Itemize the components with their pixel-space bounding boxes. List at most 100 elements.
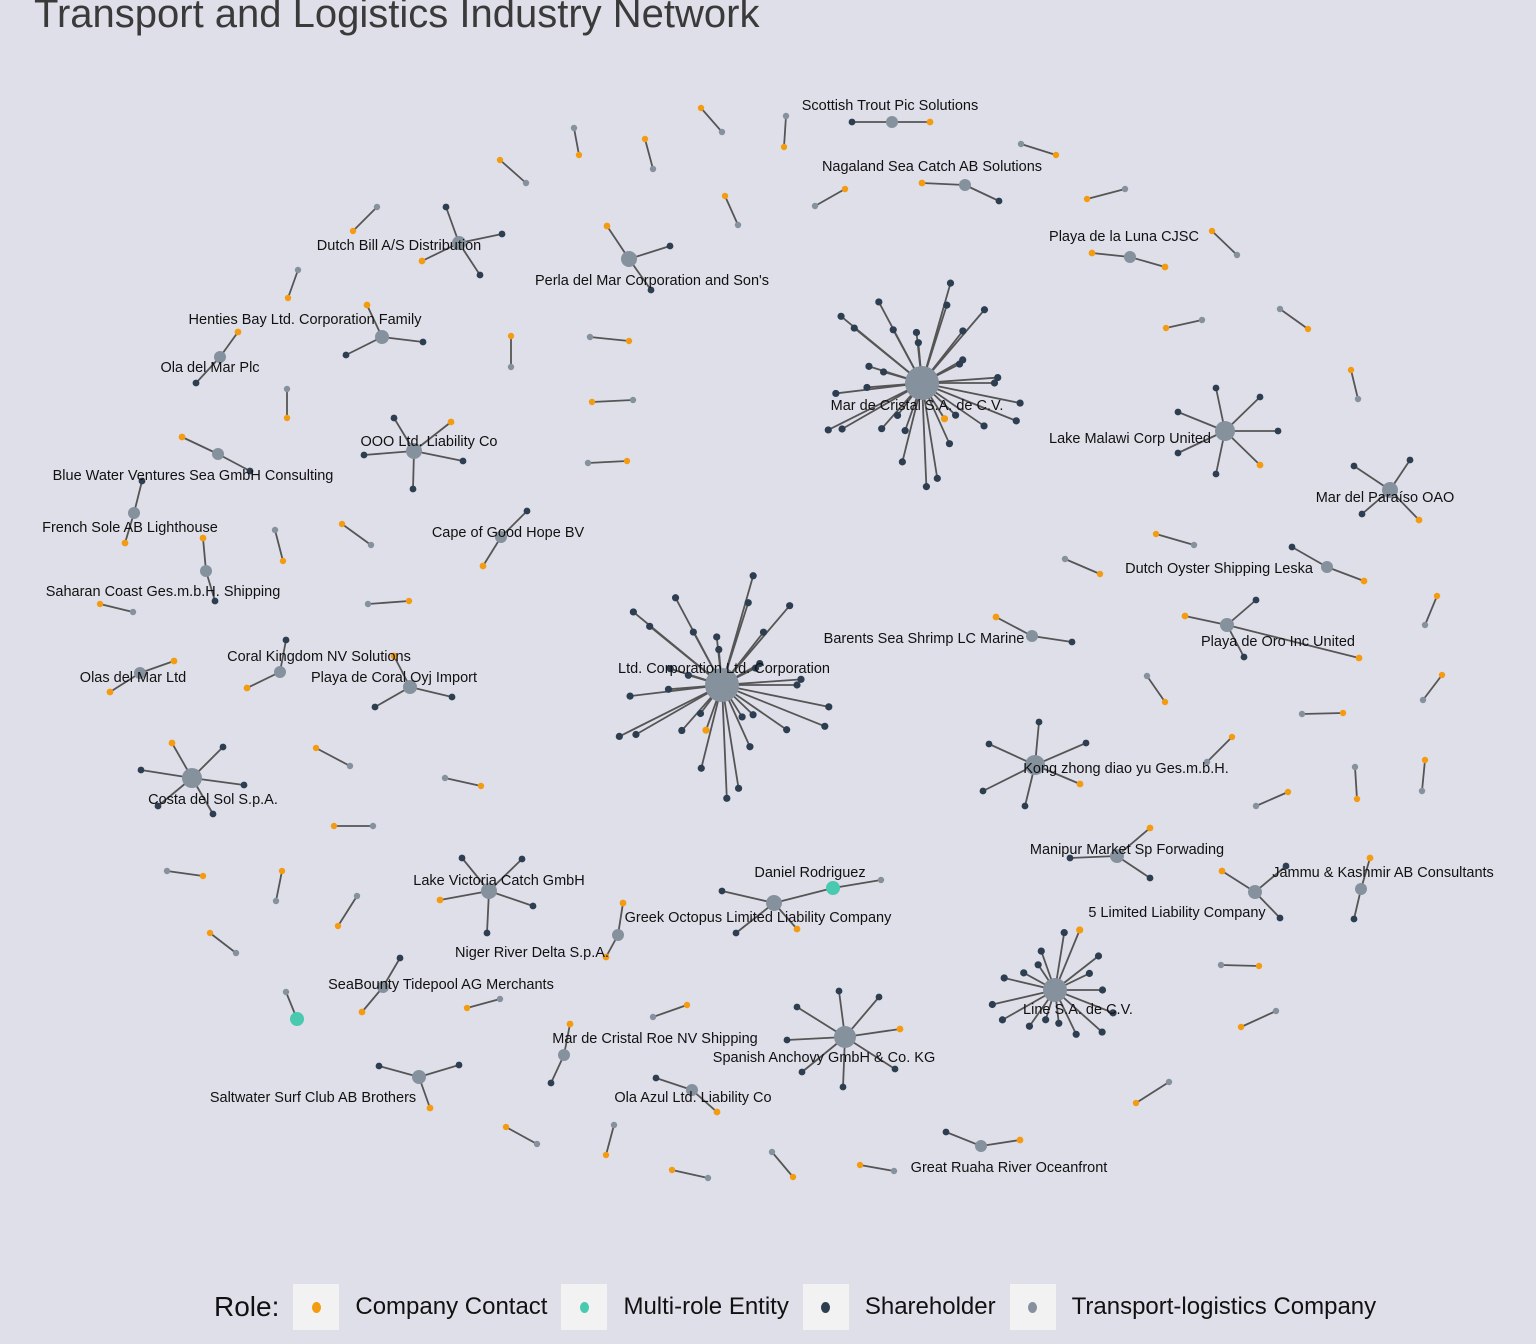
shareholder-node[interactable] [759,628,768,636]
company-contact-node[interactable] [702,726,710,734]
company-contact-node[interactable] [1339,709,1347,717]
shareholder-node[interactable] [1174,408,1182,416]
shareholder-node[interactable] [875,298,883,306]
company-contact-node[interactable] [841,185,849,193]
transport-company-hub-node[interactable] [1355,883,1367,895]
shareholder-node[interactable] [523,507,531,515]
company-contact-node[interactable] [1161,263,1169,271]
company-contact-node[interactable] [390,652,398,660]
transport-company-hub-node[interactable] [182,768,202,788]
company-contact-node[interactable] [1347,366,1355,374]
shareholder-node[interactable] [1068,638,1076,646]
shareholder-node[interactable] [922,483,931,491]
company-contact-node[interactable] [234,328,242,336]
company-contact-node[interactable] [856,1161,864,1169]
shareholder-node[interactable] [209,810,217,818]
shareholder-node[interactable] [914,339,922,347]
transport-company-node[interactable] [584,459,592,467]
company-contact-node[interactable] [121,539,129,547]
shareholder-node[interactable] [459,457,467,465]
shareholder-node[interactable] [1274,427,1282,435]
company-contact-node[interactable] [447,418,455,426]
transport-company-node[interactable] [811,202,819,210]
transport-company-node[interactable] [283,385,291,393]
transport-company-hub-node[interactable] [200,565,212,577]
shareholder-node[interactable] [893,411,902,419]
company-contact-node[interactable] [199,534,207,542]
multi-role-entity-node[interactable] [290,1012,304,1026]
company-contact-node[interactable] [625,337,633,345]
shareholder-node[interactable] [979,787,987,795]
shareholder-node[interactable] [518,855,526,863]
shareholder-node[interactable] [798,1068,806,1076]
shareholder-node[interactable] [980,422,988,430]
company-contact-node[interactable] [1181,612,1189,620]
shareholder-node[interactable] [749,572,757,580]
shareholder-node[interactable] [1350,915,1358,923]
shareholder-node[interactable] [240,781,248,789]
company-contact-node[interactable] [338,520,346,528]
transport-company-node[interactable] [877,876,885,884]
company-contact-node[interactable] [106,688,114,696]
transport-company-node[interactable] [610,1121,618,1129]
shareholder-node[interactable] [1020,969,1028,977]
company-contact-node[interactable] [312,744,320,752]
company-contact-node[interactable] [178,433,186,441]
transport-company-hub-node[interactable] [403,680,417,694]
shareholder-node[interactable] [1035,718,1043,726]
multi-role-entity-node[interactable] [826,881,840,895]
company-contact-node[interactable] [1366,854,1374,862]
shareholder-node[interactable] [875,993,883,1001]
transport-company-node[interactable] [629,396,637,404]
shareholder-node[interactable] [647,286,655,294]
shareholder-node[interactable] [1021,802,1029,810]
shareholder-node[interactable] [219,743,227,751]
transport-company-node[interactable] [496,995,504,1003]
shareholder-node[interactable] [990,379,999,387]
company-contact-node[interactable] [780,143,788,151]
transport-company-node[interactable] [649,165,657,173]
company-contact-node[interactable] [278,867,286,875]
shareholder-node[interactable] [626,692,634,700]
shareholder-node[interactable] [684,671,692,679]
company-contact-node[interactable] [496,156,504,164]
shareholder-node[interactable] [942,1128,950,1136]
shareholder-node[interactable] [901,427,909,435]
shareholder-node[interactable] [396,954,404,962]
shareholder-node[interactable] [912,328,921,337]
shareholder-node[interactable] [878,425,886,433]
transport-company-node[interactable] [1272,1007,1280,1015]
transport-company-hub-node[interactable] [128,507,140,519]
shareholder-node[interactable] [825,703,833,711]
company-contact-node[interactable] [1096,570,1104,578]
shareholder-node[interactable] [246,467,254,475]
company-contact-node[interactable] [170,657,178,665]
transport-company-node[interactable] [367,541,375,549]
transport-company-node[interactable] [586,333,594,341]
shareholder-node[interactable] [994,373,1002,382]
company-contact-node[interactable] [1076,926,1084,934]
company-contact-node[interactable] [1284,788,1292,796]
company-contact-node[interactable] [1421,756,1429,764]
shareholder-node[interactable] [1060,929,1068,937]
transport-company-hub-node[interactable] [886,116,898,128]
company-contact-node[interactable] [334,922,342,930]
transport-company-node[interactable] [522,179,530,187]
shareholder-node[interactable] [1016,399,1024,407]
transport-company-hub-node[interactable] [212,448,224,460]
shareholder-node[interactable] [995,197,1003,205]
transport-company-hub-node[interactable] [1043,978,1067,1002]
shareholder-node[interactable] [715,645,723,654]
company-contact-node[interactable] [623,457,631,465]
company-contact-node[interactable] [641,135,649,143]
transport-company-hub-node[interactable] [214,351,226,363]
transport-company-hub-node[interactable] [375,330,389,344]
shareholder-node[interactable] [1055,1019,1063,1027]
company-contact-node[interactable] [243,684,251,692]
shareholder-node[interactable] [1000,974,1008,982]
shareholder-node[interactable] [1288,543,1296,551]
shareholder-node[interactable] [646,622,654,630]
shareholder-node[interactable] [1282,862,1290,870]
transport-company-node[interactable] [507,363,515,371]
company-contact-node[interactable] [418,257,426,265]
